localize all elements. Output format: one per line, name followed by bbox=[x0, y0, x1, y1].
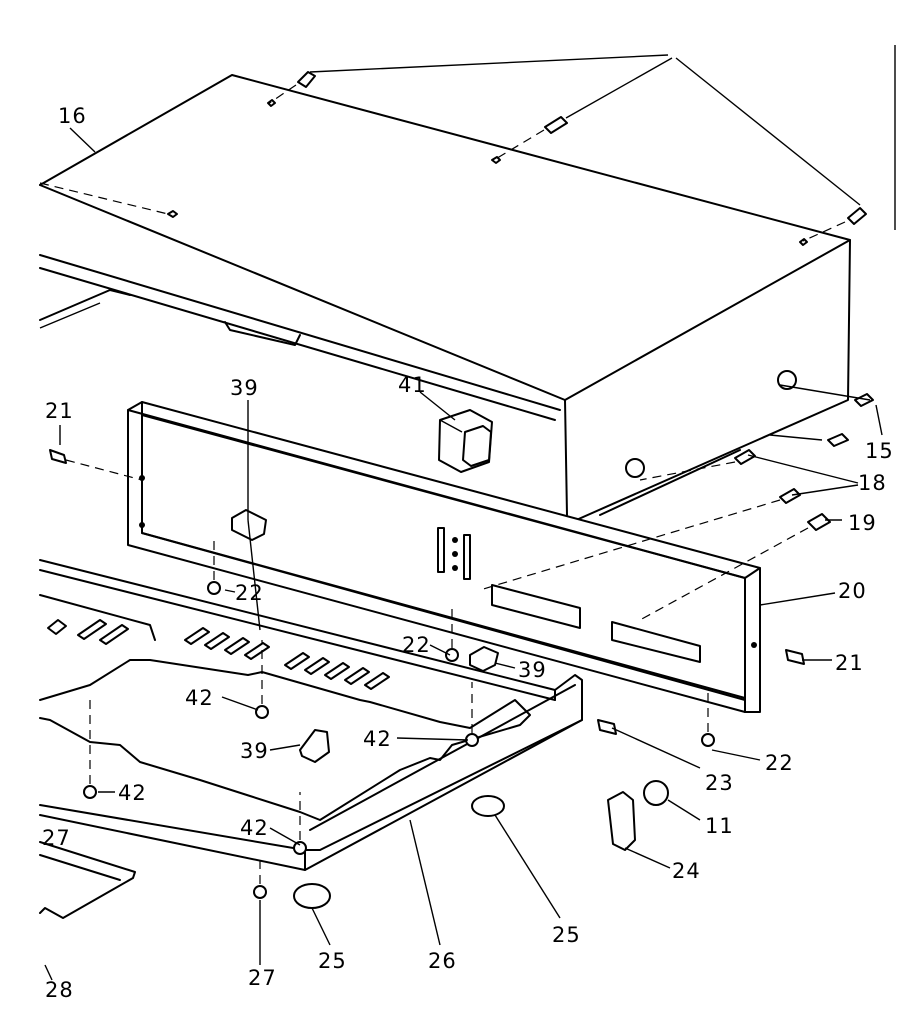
callout-42-d: 42 bbox=[240, 816, 269, 840]
callout-21-left: 21 bbox=[45, 399, 74, 423]
feet-25 bbox=[293, 795, 505, 909]
callout-23: 23 bbox=[705, 771, 734, 795]
callout-16: 16 bbox=[58, 104, 87, 128]
callout-26: 26 bbox=[428, 949, 457, 973]
callout-42-a: 42 bbox=[185, 686, 214, 710]
callout-27-left: 27 bbox=[42, 826, 71, 850]
callout-25-left: 25 bbox=[318, 949, 347, 973]
front-panel bbox=[127, 401, 761, 713]
callout-22-a: 22 bbox=[235, 581, 264, 605]
callout-22-c: 22 bbox=[765, 751, 794, 775]
callout-39-top: 39 bbox=[230, 376, 259, 400]
callout-11: 11 bbox=[705, 814, 734, 838]
callout-20: 20 bbox=[838, 579, 867, 603]
callout-42-b: 42 bbox=[363, 727, 392, 751]
callout-25-right: 25 bbox=[552, 923, 581, 947]
callout-42-c: 42 bbox=[118, 781, 147, 805]
callout-39-mid: 39 bbox=[518, 658, 547, 682]
callout-24: 24 bbox=[672, 859, 701, 883]
connector-part-41 bbox=[438, 409, 493, 473]
screws bbox=[49, 393, 874, 899]
callout-39-low: 39 bbox=[240, 739, 269, 763]
callout-41: 41 bbox=[398, 373, 427, 397]
callout-28: 28 bbox=[45, 978, 74, 1002]
callout-18: 18 bbox=[858, 471, 887, 495]
leader-lines bbox=[44, 45, 896, 981]
callout-27-bottom: 27 bbox=[248, 966, 277, 990]
bracket-24-grommet-11 bbox=[607, 780, 669, 851]
callout-21-right: 21 bbox=[835, 651, 864, 675]
callout-19: 19 bbox=[848, 511, 877, 535]
bottom-chassis bbox=[39, 559, 583, 919]
callout-labels: 16 21 39 41 15 18 19 20 22 22 39 21 42 4… bbox=[42, 104, 894, 1002]
cover-screws bbox=[39, 54, 867, 242]
top-cover bbox=[39, 74, 851, 526]
vent-slots bbox=[77, 619, 390, 690]
callout-22-b: 22 bbox=[402, 633, 431, 657]
callout-15: 15 bbox=[865, 439, 894, 463]
